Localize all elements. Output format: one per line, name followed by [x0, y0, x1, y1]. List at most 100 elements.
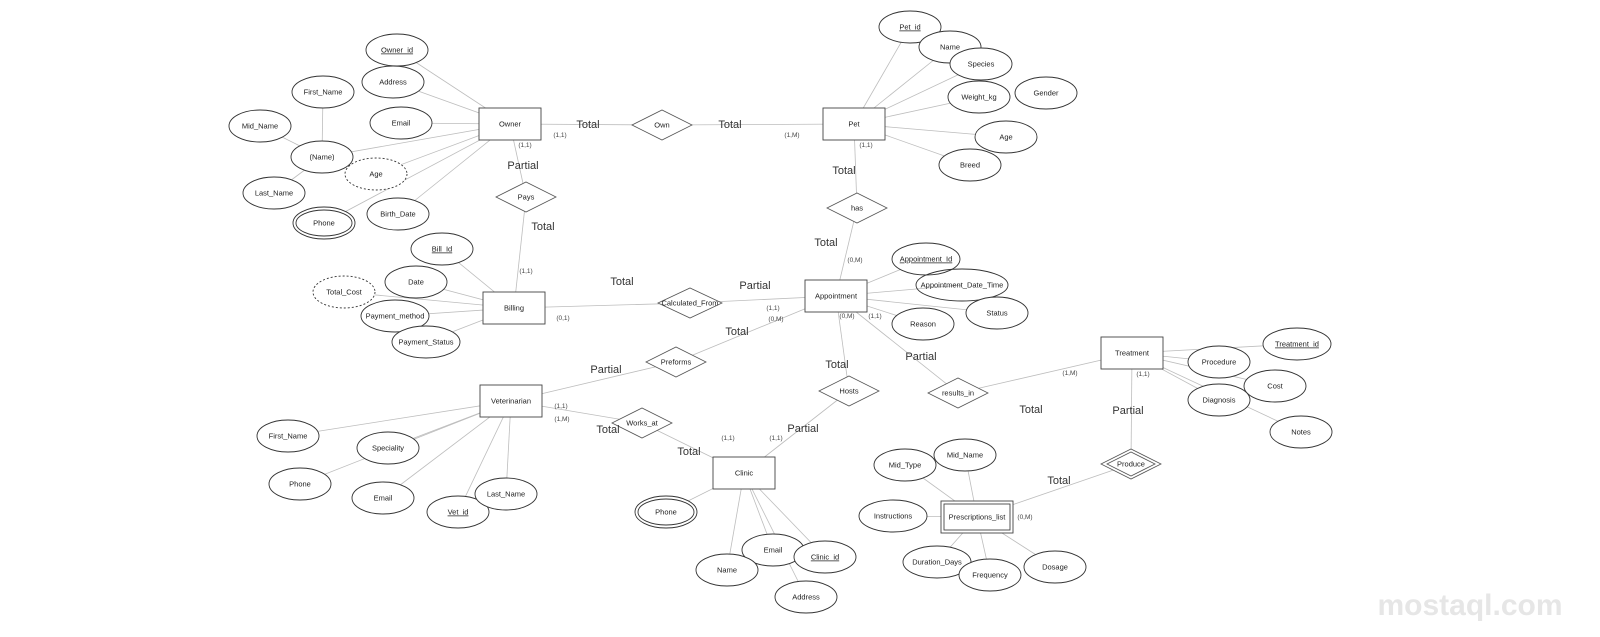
entity-prescriptions[interactable]: Prescriptions_list	[940, 500, 1014, 534]
relationship-label: Calculated_From	[661, 299, 718, 308]
attribute--name-[interactable]: (Name)	[290, 140, 354, 174]
attribute-birth-date[interactable]: Birth_Date	[366, 197, 430, 231]
attribute-age[interactable]: Age	[974, 120, 1038, 154]
attribute-label: First_Name	[304, 88, 343, 97]
attribute-cost[interactable]: Cost	[1243, 369, 1307, 403]
cardinality-label: (1,M)	[784, 132, 799, 139]
relationship-preforms[interactable]: Preforms	[645, 346, 707, 378]
attribute-last-name[interactable]: Last_Name	[242, 176, 306, 210]
entity-owner[interactable]: Owner	[478, 107, 542, 141]
attribute-phone[interactable]: Phone	[634, 495, 698, 529]
attribute-species[interactable]: Species	[949, 47, 1013, 81]
relationship-calc[interactable]: Calculated_From	[657, 287, 723, 319]
cardinality-label: (1,1)	[766, 305, 779, 312]
relationship-diamond	[631, 109, 693, 141]
relationship-has[interactable]: has	[826, 192, 888, 224]
attribute-ellipse	[873, 448, 937, 482]
attribute-phone[interactable]: Phone	[292, 206, 356, 240]
attribute-age[interactable]: Age	[344, 157, 408, 191]
attribute-clinic-id[interactable]: Clinic_id	[793, 540, 857, 574]
entity-label: Billing	[504, 304, 524, 313]
attribute-payment-method[interactable]: Payment_method	[360, 299, 430, 333]
attribute-label: Duration_Days	[912, 558, 962, 567]
entity-pet[interactable]: Pet	[822, 107, 886, 141]
attribute-mid-name[interactable]: Mid_Name	[933, 438, 997, 472]
attribute-address[interactable]: Address	[774, 580, 838, 614]
relationship-works_at[interactable]: Works_at	[611, 407, 673, 439]
attribute-pet-id[interactable]: Pet_id	[878, 10, 942, 44]
attribute-first-name[interactable]: First_Name	[291, 75, 355, 109]
attribute-email[interactable]: Email	[351, 481, 415, 515]
attribute-treatment-id[interactable]: Treatment_id	[1262, 327, 1332, 361]
attribute-ellipse	[384, 265, 448, 299]
cardinality-label: (1,M)	[554, 416, 569, 423]
relationship-label: results_in	[942, 389, 974, 398]
attribute-notes[interactable]: Notes	[1269, 415, 1333, 449]
attribute-name[interactable]: Name	[695, 553, 759, 587]
relationship-own[interactable]: Own	[631, 109, 693, 141]
attribute-first-name[interactable]: First_Name	[256, 419, 320, 453]
relationship-results_in[interactable]: results_in	[927, 377, 989, 409]
attribute-label: Gender	[1033, 89, 1059, 98]
cardinality-label: (1,1)	[553, 132, 566, 139]
cardinality-label: (1,M)	[1062, 370, 1077, 377]
entity-box	[478, 107, 542, 141]
participation-label: Total	[1047, 475, 1070, 487]
attribute-date[interactable]: Date	[384, 265, 448, 299]
attribute-ellipse	[938, 148, 1002, 182]
attribute-appointment-date-time[interactable]: Appointment_Date_Time	[915, 268, 1009, 302]
attribute-ellipse	[1262, 327, 1332, 361]
relationship-hosts[interactable]: Hosts	[818, 375, 880, 407]
attribute-bill-id[interactable]: Bill_Id	[410, 232, 474, 266]
relationship-produce[interactable]: Produce	[1100, 448, 1162, 480]
attribute-label: Frequency	[972, 571, 1008, 580]
attribute-instructions[interactable]: Instructions	[858, 499, 928, 533]
attribute-mid-type[interactable]: Mid_Type	[873, 448, 937, 482]
attribute-last-name[interactable]: Last_Name	[474, 477, 538, 511]
attribute-diagnosis[interactable]: Diagnosis	[1187, 383, 1251, 417]
attribute-label: Procedure	[1202, 358, 1237, 367]
relationship-diamond	[611, 407, 673, 439]
entity-billing[interactable]: Billing	[482, 291, 546, 325]
attribute-status[interactable]: Status	[965, 296, 1029, 330]
attribute-breed[interactable]: Breed	[938, 148, 1002, 182]
entity-clinic[interactable]: Clinic	[712, 456, 776, 490]
attribute-ellipse	[360, 299, 430, 333]
participation-label: Total	[610, 276, 633, 288]
attribute-weight-kg[interactable]: Weight_kg	[947, 80, 1011, 114]
cardinality-label: (1,1)	[859, 142, 872, 149]
attribute-total-cost[interactable]: Total_Cost	[312, 275, 376, 309]
entity-appointment[interactable]: Appointment	[804, 279, 868, 313]
attribute-ellipse	[290, 140, 354, 174]
attribute-payment-status[interactable]: Payment_Status	[391, 325, 461, 359]
attribute-email[interactable]: Email	[369, 106, 433, 140]
attribute-ellipse	[356, 431, 420, 465]
cardinality-label: (0,1)	[556, 315, 569, 322]
participation-label: Total	[1019, 404, 1042, 416]
entity-veterinarian[interactable]: Veterinarian	[479, 384, 543, 418]
attribute-address[interactable]: Address	[361, 65, 425, 99]
attribute-phone[interactable]: Phone	[268, 467, 332, 501]
entity-treatment[interactable]: Treatment	[1100, 336, 1164, 370]
attribute-ellipse	[366, 197, 430, 231]
attribute-reason[interactable]: Reason	[891, 307, 955, 341]
attribute-procedure[interactable]: Procedure	[1187, 345, 1251, 379]
attribute-ellipse	[291, 75, 355, 109]
relationship-diamond	[927, 377, 989, 409]
attribute-vet-id[interactable]: Vet_id	[426, 495, 490, 529]
relationship-pays[interactable]: Pays	[495, 181, 557, 213]
relationship-line	[513, 196, 527, 309]
cardinality-label: (1,1)	[519, 268, 532, 275]
relationship-label: Produce	[1117, 460, 1145, 469]
attribute-gender[interactable]: Gender	[1014, 76, 1078, 110]
attribute-appointment-id[interactable]: Appointment_Id	[891, 242, 961, 276]
attribute-mid-name[interactable]: Mid_Name	[228, 109, 292, 143]
attribute-dosage[interactable]: Dosage	[1023, 550, 1087, 584]
attribute-ellipse	[1187, 383, 1251, 417]
attribute-frequency[interactable]: Frequency	[958, 558, 1022, 592]
attribute-label: Date	[408, 278, 424, 287]
entity-label: Clinic	[735, 469, 754, 478]
attribute-speciality[interactable]: Speciality	[356, 431, 420, 465]
attribute-owner-id[interactable]: Owner_id	[365, 33, 429, 67]
